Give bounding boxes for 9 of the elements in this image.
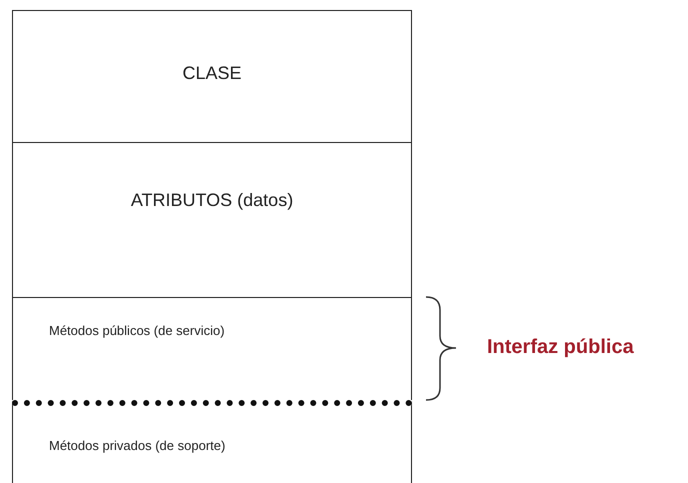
- class-name-section: [12, 10, 412, 142]
- method-label: Métodos privados (de soporte): [49, 438, 226, 453]
- attributes-label: ATRIBUTOS (datos): [130, 190, 294, 211]
- bracket-label: Interfaz pública: [487, 336, 634, 359]
- private-methods-section: [12, 400, 412, 483]
- attributes-section: [12, 142, 412, 297]
- method-label: Métodos públicos (de servicio): [49, 323, 225, 338]
- public-methods-section: [12, 297, 412, 400]
- class-name: CLASE: [181, 63, 243, 84]
